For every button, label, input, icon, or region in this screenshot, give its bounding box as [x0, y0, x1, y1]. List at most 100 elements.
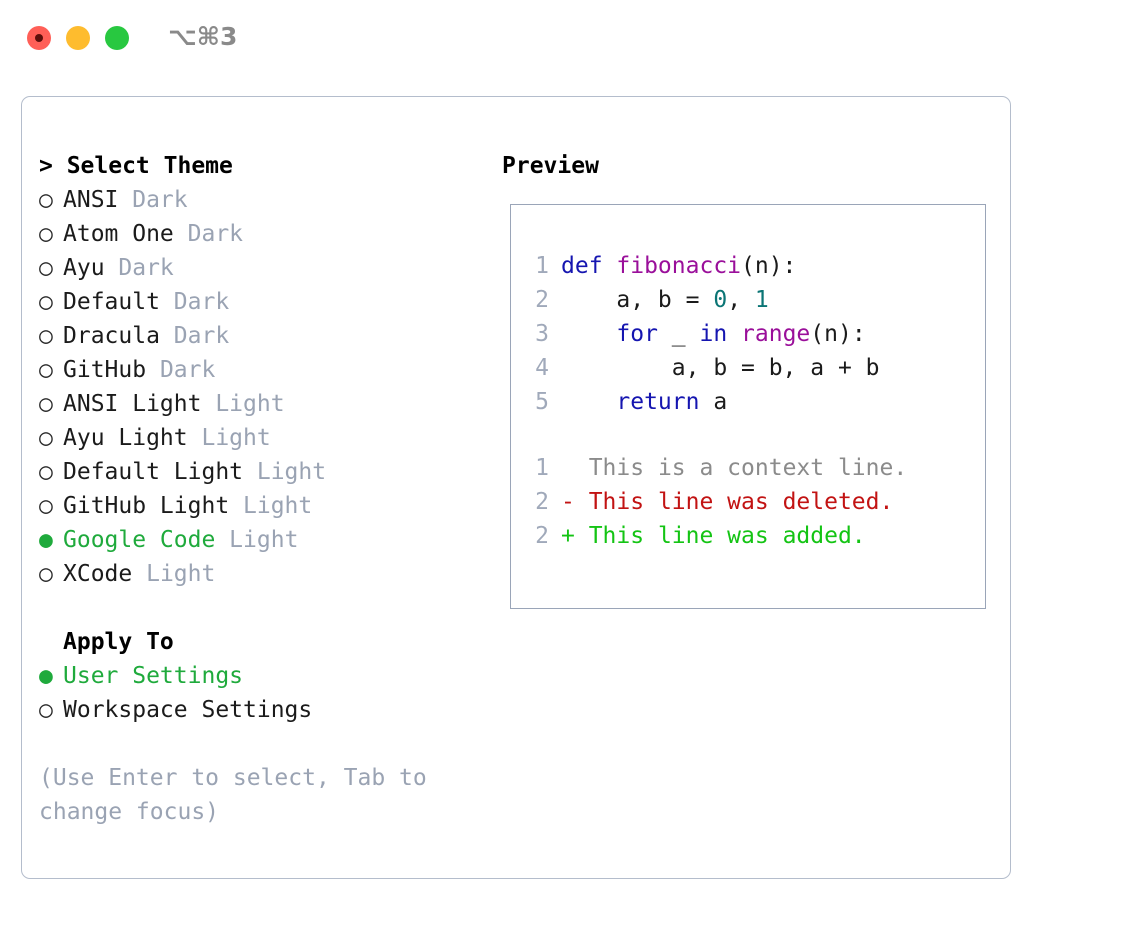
- diff-sample: 1 This is a context line. 2- This line wa…: [523, 451, 979, 553]
- code-token-fn: range: [741, 321, 811, 347]
- code-token-txt: a, b = b, a + b: [561, 355, 880, 381]
- radio-selected-icon[interactable]: ●: [39, 527, 53, 553]
- theme-list-item[interactable]: ○GitHub Dark: [39, 353, 479, 387]
- preview-title: Preview: [502, 153, 599, 179]
- theme-kind-badge: Light: [132, 561, 216, 587]
- radio-unselected-icon[interactable]: ○: [39, 289, 53, 315]
- maximize-button[interactable]: [105, 26, 129, 50]
- radio-selected-icon[interactable]: ●: [39, 663, 53, 689]
- theme-list-item[interactable]: ○Ayu Dark: [39, 251, 479, 285]
- theme-kind-badge: Dark: [159, 323, 230, 349]
- apply-to-header: Apply To: [63, 629, 174, 655]
- radio-unselected-icon[interactable]: ○: [39, 187, 53, 213]
- code-line: 5 return a: [523, 385, 979, 419]
- code-token-kw: for: [616, 321, 658, 347]
- diff-marker: [561, 455, 575, 481]
- line-number: 4: [535, 355, 549, 381]
- radio-unselected-icon[interactable]: ○: [39, 391, 53, 417]
- theme-list-item[interactable]: ● Google Code Light: [39, 523, 479, 557]
- code-token-num: 1: [754, 287, 769, 313]
- theme-kind-badge: Light: [201, 391, 285, 417]
- theme-list-item[interactable]: ○ Ayu Light Light: [39, 421, 479, 455]
- code-token-num: 0: [713, 287, 728, 313]
- traffic-light-group: [27, 26, 129, 50]
- theme-kind-badge: Dark: [173, 221, 244, 247]
- line-number: 5: [535, 389, 549, 415]
- theme-name: Google Code: [63, 527, 216, 553]
- theme-list-item[interactable]: ○GitHub Light Light: [39, 489, 479, 523]
- code-token-txt: (n):: [810, 321, 866, 347]
- radio-unselected-icon[interactable]: ○: [39, 493, 53, 519]
- apply-to-option[interactable]: ●User Settings: [39, 659, 479, 693]
- diff-text: This line was added.: [574, 523, 866, 549]
- radio-unselected-icon[interactable]: ○: [39, 459, 53, 485]
- theme-list-item[interactable]: ○ANSI Light Light: [39, 387, 479, 421]
- title-bar: ⌥⌘3: [0, 0, 1140, 78]
- line-number: 3: [535, 321, 549, 347]
- theme-name: ANSI: [63, 187, 119, 213]
- theme-kind-badge: Dark: [159, 289, 230, 315]
- code-token-txt: [561, 389, 616, 415]
- theme-list-item[interactable]: ○ Default Light Light: [39, 455, 479, 489]
- line-number: 1: [535, 455, 549, 481]
- theme-name: Default: [63, 289, 160, 315]
- close-button[interactable]: [27, 26, 51, 50]
- theme-selector-column: > Select Theme ○ANSI Dark○Atom One Dark○…: [39, 149, 479, 829]
- theme-name: Dracula: [63, 323, 160, 349]
- apply-to-label: Workspace Settings: [63, 697, 313, 723]
- code-token-txt: a, b =: [561, 287, 714, 313]
- minimize-button[interactable]: [66, 26, 90, 50]
- apply-to-option[interactable]: ○ Workspace Settings: [39, 693, 479, 727]
- line-number: 2: [535, 523, 549, 549]
- theme-kind-badge: Light: [243, 459, 327, 485]
- code-token-txt: (n):: [741, 253, 797, 279]
- line-number: 2: [535, 489, 549, 515]
- code-line: 3 for _ in range(n):: [523, 317, 979, 351]
- diff-marker: -: [561, 489, 575, 515]
- line-number: 2: [535, 287, 549, 313]
- theme-list-item[interactable]: ○ANSI Dark: [39, 183, 479, 217]
- code-line: 4 a, b = b, a + b: [523, 351, 979, 385]
- theme-list-item[interactable]: ○ Dracula Dark: [39, 319, 479, 353]
- theme-kind-badge: Light: [187, 425, 271, 451]
- preview-column: Preview: [502, 149, 992, 183]
- code-token-fn: fibonacci: [616, 253, 742, 279]
- radio-unselected-icon[interactable]: ○: [39, 697, 53, 723]
- radio-unselected-icon[interactable]: ○: [39, 425, 53, 451]
- radio-unselected-icon[interactable]: ○: [39, 561, 53, 587]
- theme-list-item[interactable]: ○ Atom One Dark: [39, 217, 479, 251]
- diff-line: 2+ This line was added.: [523, 519, 979, 553]
- apply-to-list: ●User Settings ○ Workspace Settings: [39, 659, 479, 727]
- code-line: 1 def fibonacci(n):: [523, 249, 979, 283]
- code-token-txt: ,: [727, 287, 755, 313]
- diff-spacer: [523, 419, 979, 451]
- theme-list-item[interactable]: ○XCode Light: [39, 557, 479, 591]
- diff-text: This is a context line.: [574, 455, 908, 481]
- radio-unselected-icon[interactable]: ○: [39, 255, 53, 281]
- code-token-txt: _: [657, 321, 700, 347]
- theme-kind-badge: Dark: [104, 255, 174, 281]
- radio-unselected-icon[interactable]: ○: [39, 221, 53, 247]
- theme-name: Ayu Light: [63, 425, 188, 451]
- theme-list-item[interactable]: ○ Default Dark: [39, 285, 479, 319]
- theme-name: Atom One: [63, 221, 174, 247]
- line-number: 1: [535, 253, 549, 279]
- theme-name: GitHub: [63, 357, 147, 383]
- code-token-kw: return: [616, 389, 700, 415]
- keyboard-hint-text: (Use Enter to select, Tab to change focu…: [39, 765, 427, 825]
- radio-unselected-icon[interactable]: ○: [39, 357, 53, 383]
- code-token-kw: def: [561, 253, 617, 279]
- list-spacer: [39, 591, 479, 625]
- theme-kind-badge: Light: [229, 493, 313, 519]
- theme-name: Default Light: [63, 459, 244, 485]
- theme-kind-badge: Light: [215, 527, 299, 553]
- select-theme-header: > Select Theme: [39, 153, 233, 179]
- keyboard-shortcut-label: ⌥⌘3: [168, 22, 238, 51]
- radio-unselected-icon[interactable]: ○: [39, 323, 53, 349]
- code-token-txt: [727, 321, 741, 347]
- code-token-kw: in: [699, 321, 728, 347]
- code-line: 2 a, b = 0, 1: [523, 283, 979, 317]
